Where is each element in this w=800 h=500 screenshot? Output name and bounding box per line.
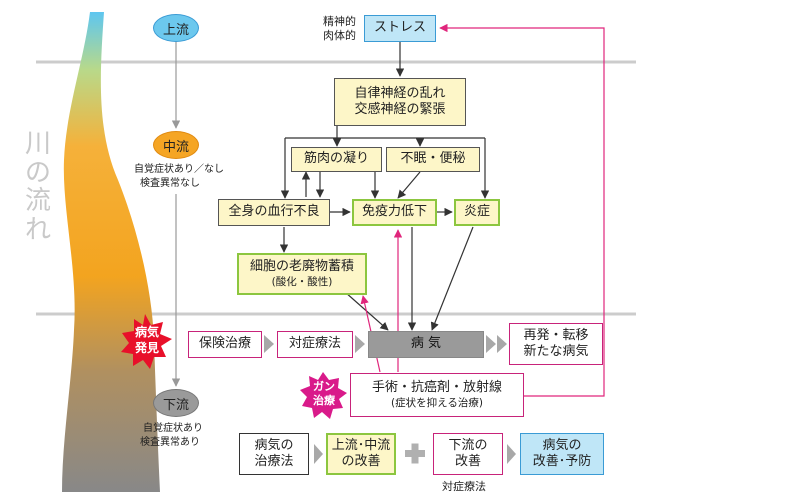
midstream-note-1: 自覚症状あり／なし	[134, 164, 224, 175]
symptomatic-label: 対症療法	[288, 336, 341, 352]
disease-label: 病 気	[410, 336, 442, 352]
insurance-box: 保険治療	[188, 331, 262, 358]
upmid-improve-line1: 上流･中流	[331, 437, 391, 453]
symptomatic-box: 対症療法	[277, 331, 353, 358]
upmid-improve-line2: の改善	[341, 454, 381, 469]
insomnia-box: 不眠・便秘	[386, 147, 480, 172]
treatment-method-line1: 病気の	[254, 437, 294, 453]
treatment-method-box: 病気の 治療法	[239, 433, 309, 475]
down-improve-line2: 改善	[454, 454, 481, 469]
autonomic-line1: 自律神経の乱れ	[354, 85, 446, 101]
cell-waste-box: 細胞の老廃物蓄積 (酸化・酸性)	[237, 253, 367, 295]
relapse-line1: 再発・転移	[523, 327, 589, 343]
result-line1: 病気の	[542, 437, 582, 453]
blood-flow-box: 全身の血行不良	[218, 199, 330, 226]
down-improve-line1: 下流の	[448, 437, 488, 453]
onset-burst-icon	[121, 314, 172, 369]
muscle-label: 筋肉の凝り	[303, 151, 369, 167]
inflammation-label: 炎症	[463, 204, 490, 220]
disease-box: 病 気	[368, 331, 484, 358]
onset-badge-line2: 発見	[134, 341, 159, 355]
muscle-box: 筋肉の凝り	[291, 147, 382, 172]
stress-label: ストレス	[373, 20, 426, 36]
surgery-box: 手術・抗癌剤・放射線 (症状を抑える治療)	[350, 373, 524, 417]
immune-label: 免疫力低下	[361, 204, 427, 220]
surgery-line2: (症状を抑える治療)	[391, 396, 483, 409]
downstream-oval: 下流	[153, 389, 199, 417]
cell-waste-line2: (酸化・酸性)	[271, 275, 333, 288]
cancer-burst-icon	[300, 372, 347, 419]
cancer-badge-line1: ガン	[313, 380, 335, 393]
flow-arrows	[279, 42, 490, 331]
chevrons	[264, 335, 516, 464]
cell-waste-line1: 細胞の老廃物蓄積	[249, 259, 354, 275]
onset-badge-line1: 病気	[134, 325, 159, 339]
midstream-note-2: 検査異常なし	[140, 178, 200, 189]
surgery-line1: 手術・抗癌剤・放射線	[371, 380, 502, 396]
treatment-method-line2: 治療法	[254, 454, 294, 469]
upmid-improve-box: 上流･中流 の改善	[326, 433, 396, 475]
stress-prefix-1: 精神的	[323, 15, 356, 28]
cancer-badge-line2: 治療	[313, 394, 335, 407]
stress-box: ストレス	[364, 15, 436, 42]
result-line2: 改善･予防	[532, 454, 592, 469]
blood-flow-label: 全身の血行不良	[228, 204, 320, 220]
river-title: 川の流れ	[24, 129, 51, 245]
immune-box: 免疫力低下	[352, 199, 437, 226]
plus-icon	[405, 443, 425, 464]
onset-badge: 病気 発見	[125, 325, 169, 360]
result-box: 病気の 改善･予防	[520, 433, 604, 475]
down-improve-note: 対症療法	[442, 480, 486, 493]
upstream-oval: 上流	[153, 14, 199, 42]
relapse-line2: 新たな病気	[523, 344, 589, 359]
down-improve-box: 下流の 改善	[433, 433, 503, 475]
stress-prefix-2: 肉体的	[323, 29, 356, 42]
insomnia-label: 不眠・便秘	[400, 151, 466, 167]
autonomic-line2: 交感神経の緊張	[354, 102, 446, 117]
river-band	[62, 12, 160, 492]
midstream-oval: 中流	[153, 131, 199, 159]
autonomic-box: 自律神経の乱れ 交感神経の緊張	[334, 78, 466, 126]
downstream-note-2: 検査異常あり	[140, 437, 200, 448]
downstream-note-1: 自覚症状あり	[143, 423, 203, 434]
cancer-badge: ガン 治療	[304, 380, 344, 411]
inflammation-box: 炎症	[454, 199, 500, 226]
insurance-label: 保険治療	[198, 336, 251, 352]
relapse-box: 再発・転移 新たな病気	[509, 323, 603, 365]
